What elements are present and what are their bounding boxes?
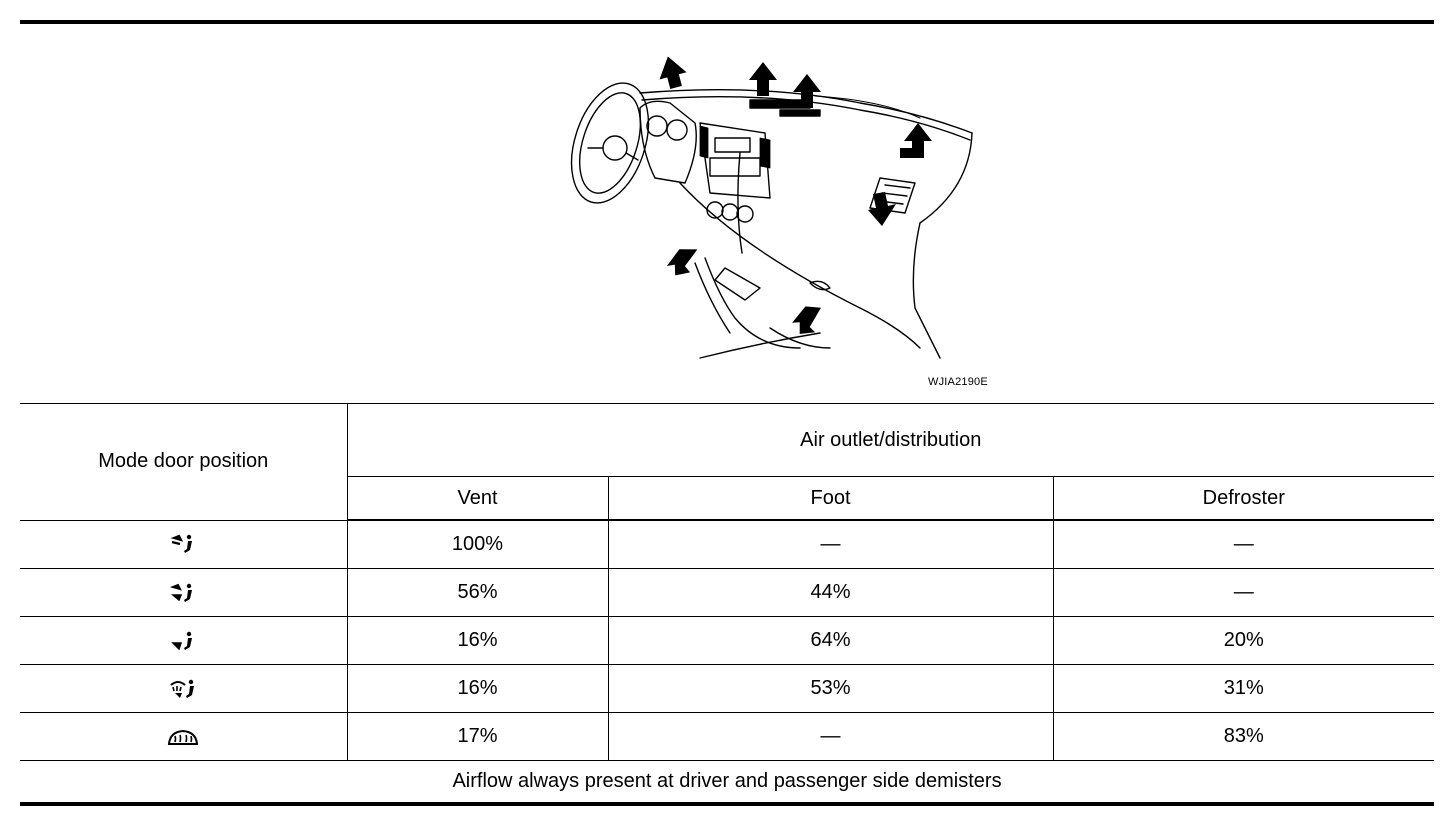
defroster-value: 83% <box>1052 712 1435 761</box>
table-row: 16% 53% 31% <box>20 664 1435 713</box>
table-row: 17% — 83% <box>20 712 1435 761</box>
mode-cell <box>20 568 348 617</box>
table-row: 16% 64% 20% <box>20 616 1435 665</box>
vent-value: 16% <box>346 664 609 713</box>
foot-value: 44% <box>607 568 1054 617</box>
vent-value: 56% <box>346 568 609 617</box>
defroster-value: — <box>1052 568 1435 617</box>
demister-note: Airflow always present at driver and pas… <box>20 760 1435 801</box>
vent-column-header: Vent <box>347 476 609 521</box>
mode-cell <box>20 664 348 713</box>
defroster-value: 31% <box>1052 664 1435 713</box>
defrost-mode-icon <box>168 729 199 745</box>
foot-value: 53% <box>607 664 1054 713</box>
vent-value: 17% <box>346 712 609 761</box>
defroster-column-header: Defroster <box>1052 476 1435 521</box>
mode-cell <box>20 519 348 569</box>
air-distribution-table: Mode door position Air outlet/distributi… <box>20 403 1435 801</box>
bottom-rule <box>20 802 1434 806</box>
mode-door-position-header: Mode door position <box>20 403 348 521</box>
defroster-value: 20% <box>1052 616 1435 665</box>
foot-value: 64% <box>607 616 1054 665</box>
foot-value: — <box>607 519 1054 569</box>
foot-mode-icon <box>171 631 193 650</box>
foot-defrost-mode-icon <box>170 679 195 698</box>
table-row: 100% — — <box>20 519 1435 569</box>
table-row: 56% 44% — <box>20 568 1435 617</box>
foot-column-header: Foot <box>607 476 1054 521</box>
mode-cell <box>20 616 348 665</box>
vent-mode-icon <box>170 534 193 554</box>
dashboard-airflow-illustration <box>570 56 973 359</box>
bi-level-mode-icon <box>170 583 193 602</box>
vent-value: 16% <box>346 616 609 665</box>
foot-value: — <box>607 712 1054 761</box>
defroster-value: — <box>1052 519 1435 569</box>
figure-code: WJIA2190E <box>928 376 988 388</box>
top-rule <box>20 20 1434 24</box>
air-outlet-distribution-header: Air outlet/distribution <box>346 403 1435 477</box>
mode-cell <box>20 712 348 761</box>
vent-value: 100% <box>346 519 609 569</box>
